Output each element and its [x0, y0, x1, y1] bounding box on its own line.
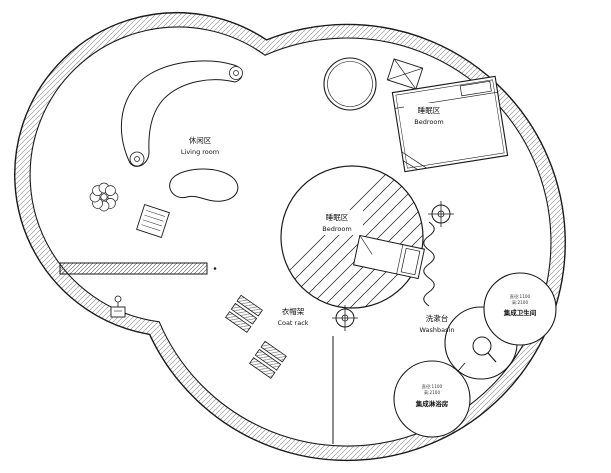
shower-dim-2: 高:2100 — [424, 389, 441, 396]
stool — [136, 204, 170, 238]
x-stool — [386, 58, 424, 90]
coat-rack-shelves-lower — [249, 340, 287, 379]
plant-icon — [89, 182, 119, 212]
coffee-table — [169, 168, 239, 202]
bed-center — [353, 234, 425, 280]
label-coat-rack: 衣帽架 Coat rack — [277, 306, 308, 327]
fixture-symbol-bottom — [332, 305, 358, 331]
wall-end-dot — [213, 267, 217, 270]
center-bedroom-circle — [280, 165, 424, 309]
partition-wall — [59, 262, 208, 275]
bedroom-top-label-zh: 睡眠区 — [418, 106, 441, 115]
washbasin-label-zh: 洗漱台 — [426, 313, 449, 323]
curved-sofa — [120, 60, 243, 167]
bathroom-pod-circle: 直径:1100 高:2100 集成卫生间 — [483, 272, 557, 346]
round-table — [323, 57, 377, 111]
label-bedroom-center: 睡眠区 Bedroom — [311, 210, 363, 235]
shower-dim-1: 直径:1100 — [422, 383, 443, 389]
bedroom-top-label-en: Bedroom — [414, 118, 443, 126]
coat-rack-shelves-upper — [225, 294, 263, 333]
label-washbasin: 洗漱台 Washbasin — [420, 313, 455, 334]
washbasin-drain-icon — [472, 336, 492, 356]
living-label-zh: 休闲区 — [189, 135, 212, 145]
living-label-en: Living room — [181, 148, 219, 156]
bathroom-pod-label: 集成卫生间 — [503, 308, 537, 317]
curtain-squiggle — [423, 221, 435, 307]
shower-pod-label: 集成淋浴房 — [415, 399, 449, 408]
coat-rack-label-zh: 衣帽架 — [282, 306, 305, 316]
wall-fixture-icon — [110, 295, 126, 318]
bathroom-dim-1: 直径:1100 — [510, 293, 531, 299]
label-bedroom-top: 睡眠区 Bedroom — [404, 103, 454, 127]
fixture-symbol-right — [428, 201, 454, 227]
bedroom-center-label-en: Bedroom — [322, 225, 351, 233]
label-living-room: 休闲区 Living room — [181, 135, 219, 156]
washbasin-label-en: Washbasin — [420, 326, 455, 334]
shower-pod-circle: 直径:1100 高:2100 集成淋浴房 — [393, 360, 471, 438]
coat-rack-label-en: Coat rack — [277, 319, 308, 327]
bathroom-dim-2: 高:2100 — [512, 299, 529, 306]
bedroom-center-label-zh: 睡眠区 — [326, 213, 349, 222]
